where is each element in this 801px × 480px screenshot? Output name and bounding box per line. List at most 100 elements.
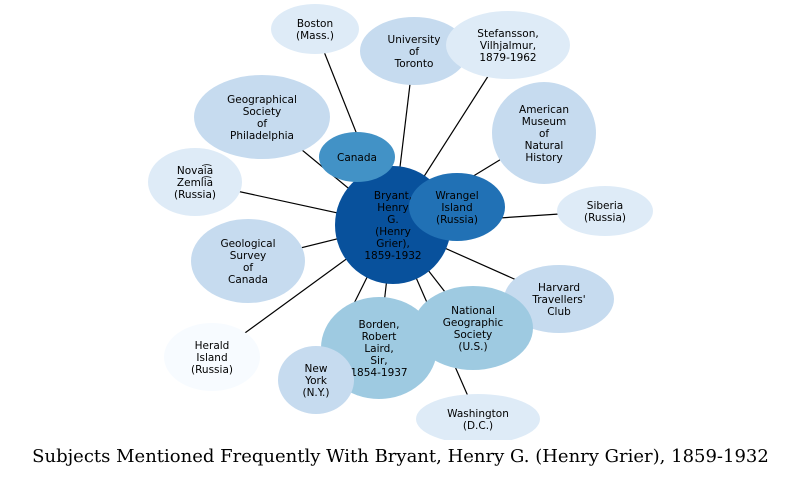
node-novaia-zemlia-label-line: Zemli͡a — [177, 176, 213, 189]
node-geo-philadelphia-label-line: Geographical — [227, 94, 297, 106]
node-toronto-bubble — [360, 17, 468, 85]
node-bryant-label-line: 1859-1932 — [364, 250, 421, 262]
node-ngs-label-line: (U.S.) — [458, 341, 487, 353]
node-stefansson-label-line: Stefansson, — [477, 28, 538, 40]
node-bryant-label-line: Henry — [377, 202, 409, 214]
node-gsc-label-line: Survey — [230, 250, 267, 262]
node-canada-label-line: Canada — [337, 152, 377, 164]
node-boston-bubble — [271, 4, 359, 54]
node-geo-philadelphia-label-line: Philadelphia — [230, 130, 294, 142]
node-borden-label-line: 1854-1937 — [350, 367, 407, 379]
node-siberia-bubble — [557, 186, 653, 236]
node-wrangel-label-line: Wrangel — [435, 190, 478, 202]
node-ngs-label-line: Society — [454, 329, 493, 341]
node-bryant-label-line: (Henry — [375, 226, 411, 238]
node-ngs-label-line: National — [451, 305, 495, 317]
node-siberia[interactable]: Siberia(Russia) — [557, 186, 653, 236]
node-new-york-label-line: New — [305, 363, 328, 375]
node-geo-philadelphia-bubble — [194, 75, 330, 159]
node-bryant-label-line: Grier), — [376, 238, 410, 250]
node-new-york-label-line: York — [304, 375, 328, 387]
node-boston[interactable]: Boston(Mass.) — [271, 4, 359, 54]
node-wrangel-label-line: (Russia) — [436, 214, 478, 226]
node-toronto-label-line: Toronto — [394, 58, 434, 70]
node-new-york-label-line: (N.Y.) — [302, 387, 329, 399]
node-new-york-bubble — [278, 346, 354, 414]
node-washington[interactable]: Washington(D.C.) — [416, 394, 540, 440]
node-amnh-label-line: History — [525, 152, 562, 164]
node-boston-label: Boston(Mass.) — [296, 18, 334, 42]
node-herald-bubble — [164, 323, 260, 391]
node-amnh-label-line: Natural — [525, 140, 564, 152]
node-stefansson[interactable]: Stefansson,Vilhjalmur,1879-1962 — [446, 11, 570, 79]
node-stefansson-label-line: Vilhjalmur, — [480, 40, 536, 52]
node-novaia-zemlia-bubble — [148, 148, 242, 216]
node-stefansson-label-line: 1879-1962 — [479, 52, 536, 64]
node-borden-label-line: Robert — [362, 331, 397, 343]
node-novaia-zemlia-label-line: (Russia) — [174, 189, 216, 201]
diagram-title: Subjects Mentioned Frequently With Bryan… — [32, 446, 769, 467]
node-washington-bubble — [416, 394, 540, 440]
node-washington-label-line: Washington — [447, 408, 509, 420]
node-washington-label: Washington(D.C.) — [447, 408, 509, 432]
node-amnh-label-line: American — [519, 104, 569, 116]
node-bryant-label-line: G. — [387, 214, 398, 226]
node-gsc-label-line: Geological — [220, 238, 275, 250]
node-harvard-label-line: Harvard — [538, 282, 580, 294]
node-canada[interactable]: Canada — [319, 132, 395, 182]
node-harvard-label-line: Club — [547, 306, 571, 318]
node-siberia-label-line: (Russia) — [584, 212, 626, 224]
node-toronto-label-line: University — [388, 34, 441, 46]
node-harvard-label-line: Travellers' — [531, 294, 585, 306]
node-herald-label-line: (Russia) — [191, 364, 233, 376]
node-canada-label: Canada — [337, 152, 377, 164]
node-boston-label-line: (Mass.) — [296, 30, 334, 42]
node-herald-label-line: Herald — [195, 340, 230, 352]
node-borden-label-line: Borden, — [359, 319, 400, 331]
node-herald-label-line: Island — [196, 352, 227, 364]
node-toronto-label-line: of — [409, 46, 419, 58]
node-siberia-label-line: Siberia — [587, 200, 623, 212]
node-borden-label-line: Sir, — [370, 355, 387, 367]
node-gsc-label-line: of — [243, 262, 253, 274]
node-stefansson-label: Stefansson,Vilhjalmur,1879-1962 — [477, 28, 538, 64]
node-wrangel-label-line: Island — [441, 202, 472, 214]
node-ngs-bubble — [413, 286, 533, 370]
node-stefansson-bubble — [446, 11, 570, 79]
node-gsc-label-line: Canada — [228, 274, 268, 286]
node-harvard-bubble — [504, 265, 614, 333]
node-borden-label-line: Laird, — [364, 343, 393, 355]
node-novaia-zemlia-label-line: Novai͡a — [177, 164, 213, 177]
node-gsc-bubble — [191, 219, 305, 303]
node-geo-philadelphia-label-line: Society — [243, 106, 282, 118]
node-canada-bubble — [319, 132, 395, 182]
node-amnh-label-line: Museum — [522, 116, 567, 128]
node-boston-label-line: Boston — [297, 18, 333, 30]
node-siberia-label: Siberia(Russia) — [584, 200, 626, 224]
node-amnh-bubble — [492, 82, 596, 184]
node-washington-label-line: (D.C.) — [463, 420, 493, 432]
node-wrangel-bubble — [409, 173, 505, 241]
